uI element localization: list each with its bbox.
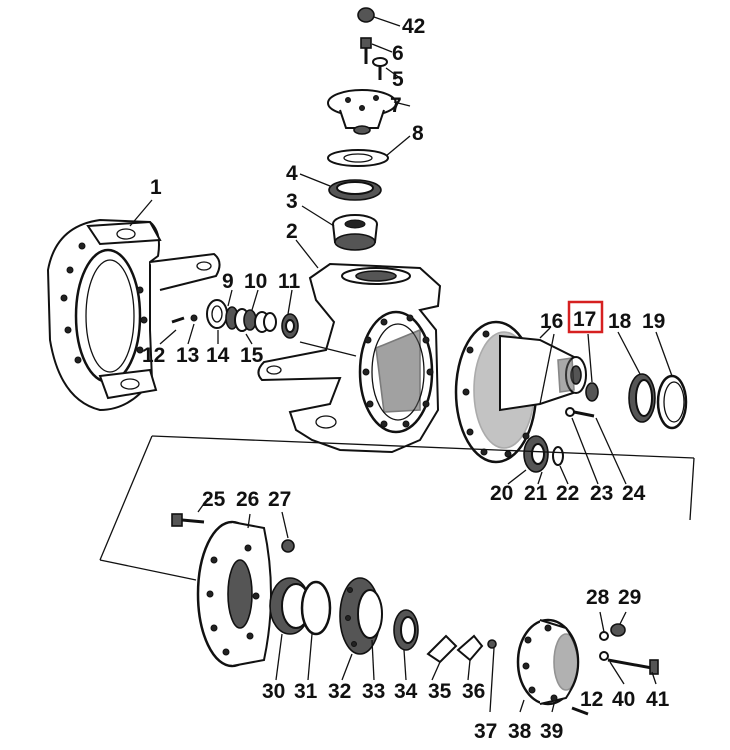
label-35: 35 bbox=[428, 680, 452, 703]
label-38: 38 bbox=[508, 720, 532, 743]
label-28: 28 bbox=[586, 586, 610, 609]
parts-17-to-24 bbox=[507, 331, 688, 485]
label-3: 3 bbox=[286, 190, 298, 213]
label-39: 39 bbox=[540, 720, 563, 743]
highlight-box-17 bbox=[567, 300, 604, 334]
label-13: 13 bbox=[176, 344, 199, 367]
part-6-bolt bbox=[360, 37, 372, 64]
label-31: 31 bbox=[294, 680, 318, 703]
label-17: 17 bbox=[573, 308, 596, 331]
label-11: 11 bbox=[278, 270, 301, 293]
part-27-nut bbox=[247, 511, 295, 553]
part-8-gasket bbox=[327, 149, 389, 167]
label-6: 6 bbox=[392, 42, 404, 65]
label-16: 16 bbox=[540, 310, 563, 333]
label-42: 42 bbox=[402, 15, 425, 38]
label-23: 23 bbox=[590, 482, 613, 505]
label-8: 8 bbox=[412, 122, 424, 145]
part-1-knuckle-arm bbox=[46, 199, 221, 412]
label-32: 32 bbox=[328, 680, 351, 703]
part-36-plate bbox=[456, 634, 484, 681]
part-35-plate bbox=[426, 634, 458, 681]
part-25-bolt bbox=[171, 497, 209, 527]
label-21: 21 bbox=[524, 482, 548, 505]
label-22: 22 bbox=[556, 482, 579, 505]
part-39-screw bbox=[551, 703, 589, 716]
label-20: 20 bbox=[490, 482, 513, 505]
parts-28-29-40-41 bbox=[599, 611, 659, 685]
label-24: 24 bbox=[622, 482, 646, 505]
label-25: 25 bbox=[202, 488, 226, 511]
label-37: 37 bbox=[474, 720, 497, 743]
part-16-spindle bbox=[454, 320, 587, 464]
label-2: 2 bbox=[286, 220, 298, 243]
part-34-bearing bbox=[393, 609, 419, 681]
label-36: 36 bbox=[462, 680, 485, 703]
label-34: 34 bbox=[394, 680, 418, 703]
part-32-hub bbox=[339, 577, 383, 681]
part-38-hub-cap bbox=[516, 618, 580, 713]
label-15: 15 bbox=[240, 344, 264, 367]
label-1: 1 bbox=[150, 176, 162, 199]
label-12-upper: 12 bbox=[142, 344, 165, 367]
label-33: 33 bbox=[362, 680, 385, 703]
part-37-bolt bbox=[487, 639, 497, 713]
part-26-brake-disc bbox=[196, 520, 272, 668]
label-19: 19 bbox=[642, 310, 665, 333]
part-42-nut bbox=[357, 7, 375, 23]
part-5-pin bbox=[372, 57, 388, 80]
lower-assembly-outline bbox=[99, 435, 695, 581]
label-27: 27 bbox=[268, 488, 291, 511]
label-30: 30 bbox=[262, 680, 285, 703]
label-5: 5 bbox=[392, 68, 404, 91]
label-12-lower: 12 bbox=[580, 688, 603, 711]
label-18: 18 bbox=[608, 310, 632, 333]
parts-9-to-15-small-items bbox=[159, 289, 299, 345]
label-4: 4 bbox=[286, 162, 298, 185]
part-4-ring bbox=[328, 179, 382, 201]
label-14: 14 bbox=[206, 344, 230, 367]
part-2-knuckle-housing bbox=[257, 262, 442, 454]
part-labels: 42 6 5 7 8 4 3 2 1 9 10 11 12 13 14 15 1… bbox=[142, 15, 670, 743]
part-3-bearing bbox=[332, 214, 378, 251]
part-31-seal bbox=[300, 580, 332, 681]
label-26: 26 bbox=[236, 488, 259, 511]
label-40: 40 bbox=[612, 688, 635, 711]
leader-lines-top bbox=[295, 16, 411, 269]
label-29: 29 bbox=[618, 586, 641, 609]
label-10: 10 bbox=[244, 270, 267, 293]
label-9: 9 bbox=[222, 270, 234, 293]
part-7-cap bbox=[327, 89, 397, 135]
label-7: 7 bbox=[390, 94, 402, 117]
label-41: 41 bbox=[646, 688, 670, 711]
